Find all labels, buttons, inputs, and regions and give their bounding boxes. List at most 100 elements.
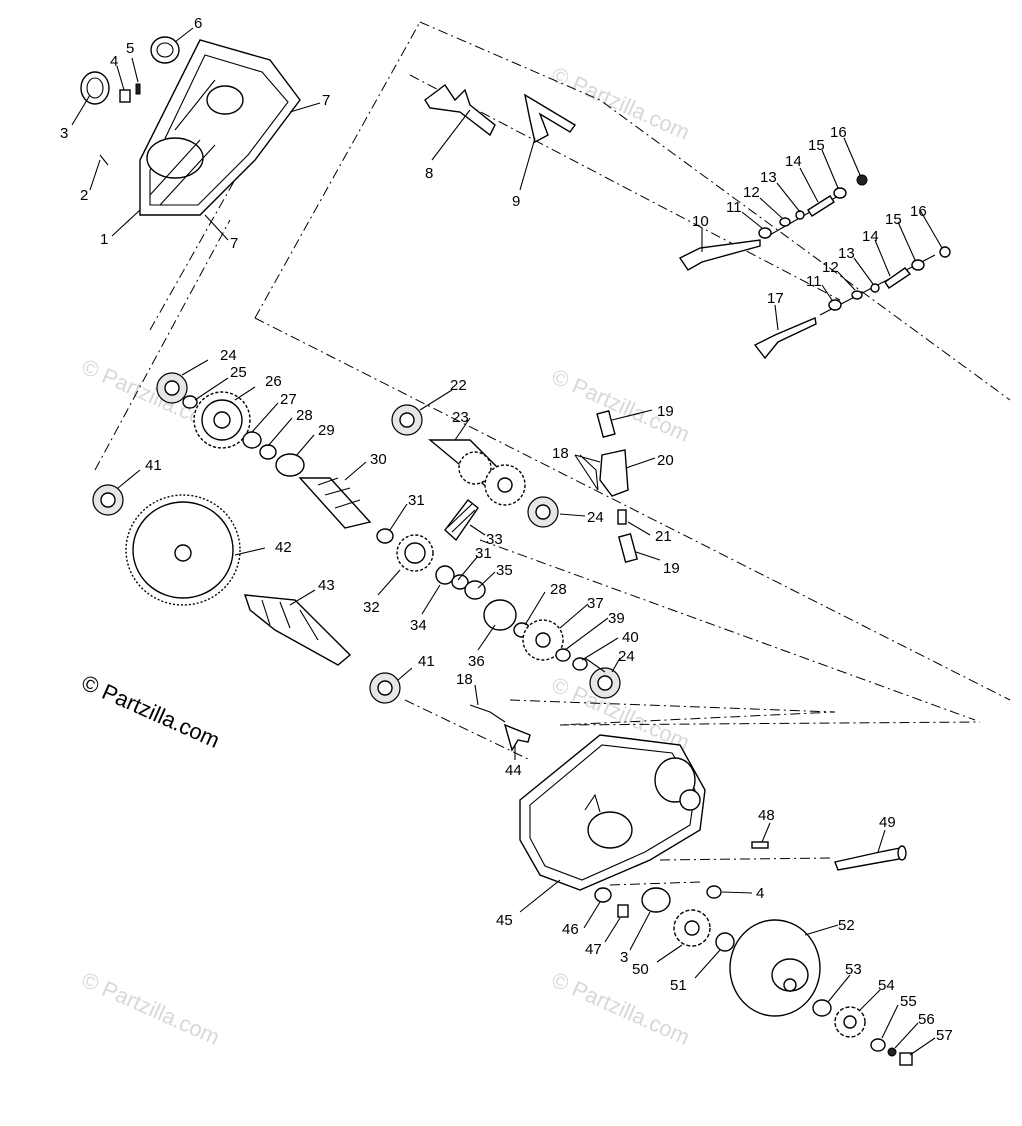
- crankcase-cover: [139, 39, 301, 216]
- key: [751, 841, 769, 849]
- callout: 18: [552, 445, 569, 462]
- callout: 41: [145, 457, 162, 474]
- callout: 12: [822, 259, 839, 276]
- pin: [469, 704, 506, 723]
- chain: [444, 499, 479, 542]
- spacer: [119, 89, 131, 103]
- sprocket: [834, 1006, 866, 1038]
- callout: 35: [496, 562, 513, 579]
- washer: [812, 999, 832, 1017]
- callout: 28: [296, 407, 313, 424]
- callout: 23: [452, 409, 469, 426]
- callout: 42: [275, 539, 292, 556]
- callout: 32: [363, 599, 380, 616]
- washer: [870, 1038, 886, 1052]
- callout: 16: [830, 124, 847, 141]
- callout: 7: [322, 92, 330, 109]
- spring: [617, 509, 627, 525]
- callout: 57: [936, 1027, 953, 1044]
- gear: [396, 534, 434, 572]
- watermark: © Partzilla.com: [78, 967, 224, 1050]
- seal: [150, 36, 180, 64]
- plug: [594, 887, 612, 903]
- callout: 3: [620, 949, 628, 966]
- callout: 47: [585, 941, 602, 958]
- collar: [275, 453, 305, 477]
- pulley: [729, 919, 821, 1017]
- callout: 8: [425, 165, 433, 182]
- seal: [80, 71, 110, 105]
- callout: 33: [486, 531, 503, 548]
- output-shaft: [243, 594, 352, 666]
- callout: 24: [220, 347, 237, 364]
- shift-plate: [599, 449, 629, 497]
- gear: [458, 451, 526, 506]
- bushing: [242, 431, 262, 449]
- callout: 56: [918, 1011, 935, 1028]
- callout: 3: [60, 125, 68, 142]
- pin: [135, 83, 141, 95]
- callout: 16: [910, 203, 927, 220]
- callout: 54: [878, 977, 895, 994]
- callout: 45: [496, 912, 513, 929]
- callout: 39: [608, 610, 625, 627]
- callout: 17: [767, 290, 784, 307]
- transmission-case: [519, 734, 706, 891]
- callout: 31: [475, 545, 492, 562]
- callout: 22: [450, 377, 467, 394]
- sprocket: [673, 909, 711, 947]
- callout: 11: [726, 199, 742, 216]
- callout: 24: [618, 648, 635, 665]
- callout: 34: [410, 617, 427, 634]
- callout: 28: [550, 581, 567, 598]
- callout: 6: [194, 15, 202, 32]
- callout: 43: [318, 577, 335, 594]
- shaft: [298, 477, 372, 529]
- callout: 18: [456, 671, 473, 688]
- gear: [193, 391, 251, 449]
- callout: 5: [126, 40, 134, 57]
- callout: 37: [587, 595, 604, 612]
- callout: 53: [845, 961, 862, 978]
- callout: 30: [370, 451, 387, 468]
- bearing: [391, 404, 423, 436]
- large-sprocket: [125, 494, 241, 606]
- nut: [887, 1047, 897, 1057]
- callout: 36: [468, 653, 485, 670]
- screw-bolt: [834, 845, 907, 871]
- bearing: [156, 372, 188, 404]
- callout: 14: [785, 153, 802, 170]
- washer: [182, 395, 198, 409]
- leader-lines: [71, 27, 943, 1056]
- callout: 19: [663, 560, 680, 577]
- shift-lever: [503, 723, 531, 752]
- callout: 15: [808, 137, 825, 154]
- detent-block: [617, 533, 639, 563]
- spacer: [706, 885, 722, 899]
- washer: [715, 932, 735, 952]
- bolt: [99, 154, 109, 166]
- callout: 50: [632, 961, 649, 978]
- callout: 46: [562, 921, 579, 938]
- callout: 13: [760, 169, 777, 186]
- washers: [758, 174, 951, 311]
- washer: [259, 444, 277, 460]
- bolt: [899, 1052, 913, 1066]
- gear-set: [435, 565, 588, 671]
- callout: 1: [100, 231, 108, 248]
- detent-block: [596, 409, 616, 439]
- callout: 11: [806, 273, 822, 290]
- copyright-text: © Partzilla.com: [78, 670, 224, 753]
- callout: 2: [80, 187, 88, 204]
- callout: 4: [110, 53, 118, 70]
- callout: 19: [657, 403, 674, 420]
- bearing: [589, 667, 621, 699]
- callout: 29: [318, 422, 335, 439]
- callout: 12: [743, 184, 760, 201]
- callout: 26: [265, 373, 282, 390]
- callout: 15: [885, 211, 902, 228]
- snap-ring: [376, 528, 394, 544]
- callout: 21: [655, 528, 672, 545]
- callout: 4: [756, 885, 764, 902]
